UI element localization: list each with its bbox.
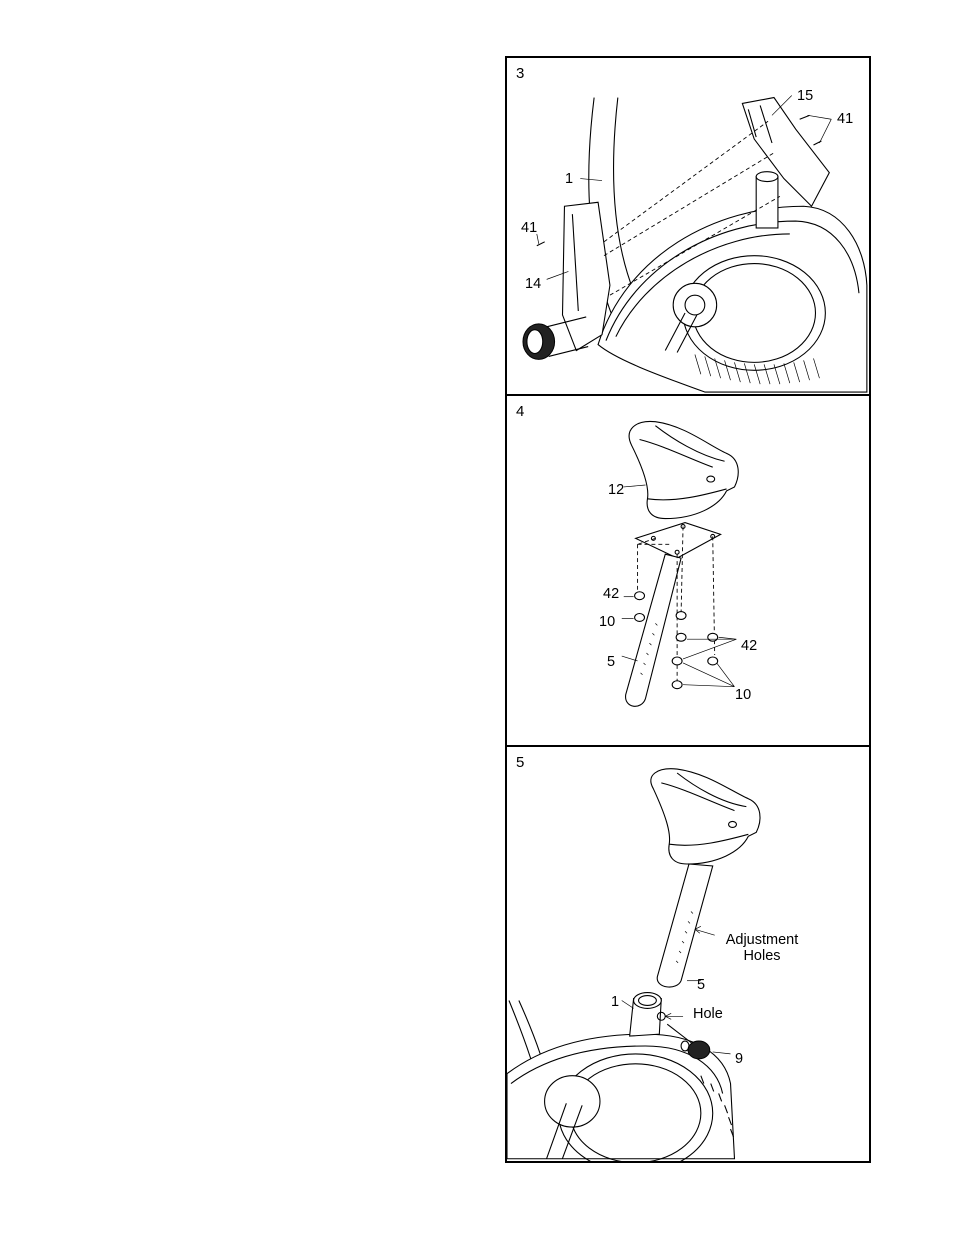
assembly-step-4-panel: 4 12 42 10 5 42 10 <box>505 394 871 747</box>
part-label-screw: 41 <box>521 220 537 236</box>
part-label-screws: 41 <box>837 111 853 127</box>
part-label-nut: 10 <box>599 614 615 630</box>
step-3-illustration <box>507 58 869 394</box>
part-label-left-cover: 14 <box>525 276 541 292</box>
part-label-seat: 12 <box>608 482 624 498</box>
label-adjustment-line1: Adjustment <box>717 932 807 948</box>
part-label-knob: 9 <box>735 1051 743 1067</box>
label-hole: Hole <box>693 1006 723 1022</box>
step-number: 5 <box>516 754 524 771</box>
part-label-washer: 42 <box>603 586 619 602</box>
label-adjustment-line2: Holes <box>717 948 807 964</box>
part-label-washers: 42 <box>741 638 757 654</box>
part-label-nuts: 10 <box>735 687 751 703</box>
part-label-right-cover: 15 <box>797 88 813 104</box>
step-4-illustration <box>507 396 869 745</box>
assembly-step-5-panel: 5 Adjustment Holes 5 1 Hole 9 <box>505 745 871 1163</box>
step-number: 3 <box>516 65 524 82</box>
part-label-frame: 1 <box>565 171 573 187</box>
step-number: 4 <box>516 403 524 420</box>
part-label-seat-post: 5 <box>607 654 615 670</box>
part-label-seat-post: 5 <box>697 977 705 993</box>
label-adjustment-holes: Adjustment Holes <box>717 932 807 964</box>
step-5-illustration <box>507 747 869 1161</box>
part-label-frame: 1 <box>611 994 619 1010</box>
assembly-step-3-panel: 3 1 15 41 41 14 <box>505 56 871 396</box>
